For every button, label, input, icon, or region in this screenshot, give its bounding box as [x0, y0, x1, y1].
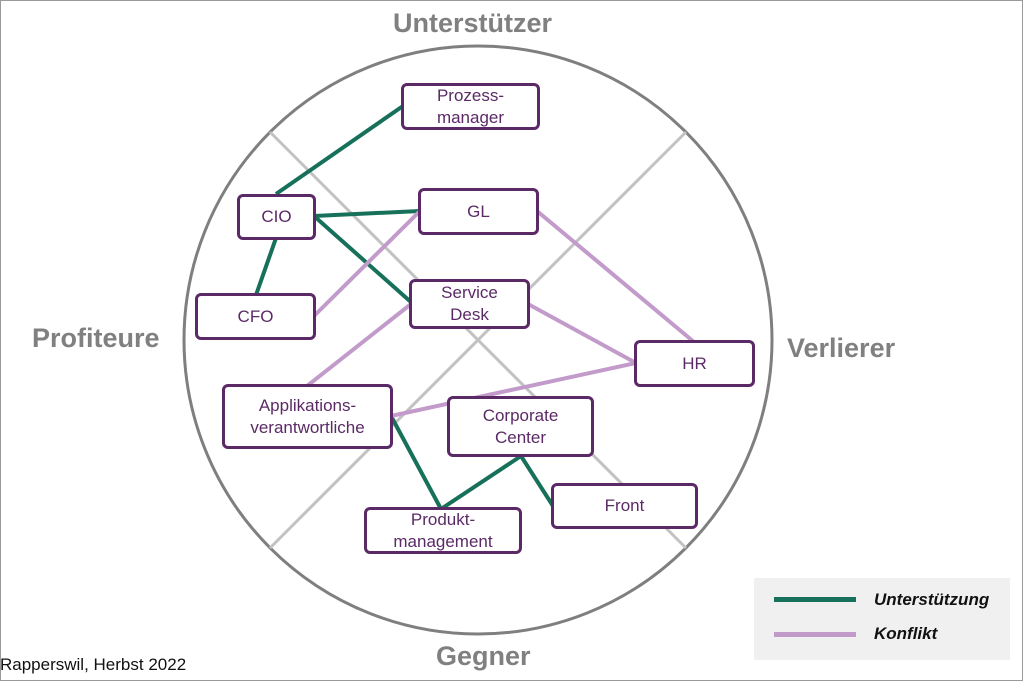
node-label-line: Prozess- — [436, 85, 505, 105]
quadrant-label-verlierer: Verlierer — [787, 333, 896, 363]
legend-support-label: Unterstützung — [874, 590, 990, 609]
node-applikationsverantwortliche[interactable]: Applikations- verantwortliche — [222, 384, 393, 449]
node-label-line: Center — [494, 427, 547, 447]
quadrant-label-unterstuetzer: Unterstützer — [393, 8, 553, 38]
conflict-edge-servicedesk-applikations — [305, 302, 413, 388]
legend: Unterstützung Konflikt — [754, 578, 1010, 660]
node-label-line: manager — [436, 107, 505, 127]
node-hr[interactable]: HR — [634, 340, 755, 387]
node-label-line: management — [393, 531, 493, 551]
node-label-line: HR — [682, 353, 707, 373]
support-edge-cio-cfo — [254, 237, 278, 296]
legend-support-swatch — [774, 597, 856, 602]
conflict-edge-applikations-hr — [390, 361, 637, 418]
node-label-line: verantwortliche — [250, 417, 365, 437]
quadrant-label-gegner: Gegner — [436, 641, 531, 671]
legend-conflict-swatch — [774, 632, 856, 637]
node-label-line: CFO — [237, 306, 274, 326]
node-prozessmanager[interactable]: Prozess- manager — [401, 83, 540, 130]
node-corporate-center[interactable]: Corporate Center — [447, 396, 594, 457]
node-cfo[interactable]: CFO — [195, 293, 316, 340]
legend-conflict-label: Konflikt — [874, 624, 938, 643]
support-edge-applikations-produkt — [389, 415, 443, 510]
support-edge-cio-gl — [313, 209, 421, 218]
node-label-line: Desk — [450, 305, 489, 324]
node-label-line: Corporate — [482, 405, 559, 425]
node-service-desk[interactable]: Service Desk — [409, 279, 530, 329]
support-edge-corporate-front — [519, 454, 555, 508]
node-label-line: CIO — [261, 207, 292, 226]
stakeholder-circle — [182, 44, 774, 636]
node-label-line: Front — [604, 496, 645, 515]
node-label-line: Service — [441, 283, 498, 302]
conflict-edge-gl-hr — [535, 209, 696, 344]
node-gl[interactable]: GL — [418, 188, 539, 235]
support-edge-cio-prozessmanager — [274, 104, 405, 196]
footer-note: Rapperswil, Herbst 2022 — [0, 655, 187, 674]
conflict-edge-cfo-gl — [312, 209, 422, 318]
edge-layer — [254, 104, 696, 511]
quadrant-label-profiteure: Profiteure — [32, 323, 160, 353]
node-label-line: Applikations- — [258, 395, 357, 415]
node-label-line: GL — [467, 201, 490, 221]
support-edge-cio-servicedesk — [312, 214, 414, 305]
quadrant-divider-ascending — [268, 130, 688, 550]
node-front[interactable]: Front — [551, 483, 698, 529]
support-edge-produkt-corporate — [439, 454, 523, 511]
node-cio[interactable]: CIO — [237, 194, 316, 240]
node-produktmanagement[interactable]: Produkt- management — [364, 507, 522, 554]
node-label-line: Produkt- — [410, 509, 476, 529]
conflict-edge-servicedesk-hr — [527, 302, 637, 365]
